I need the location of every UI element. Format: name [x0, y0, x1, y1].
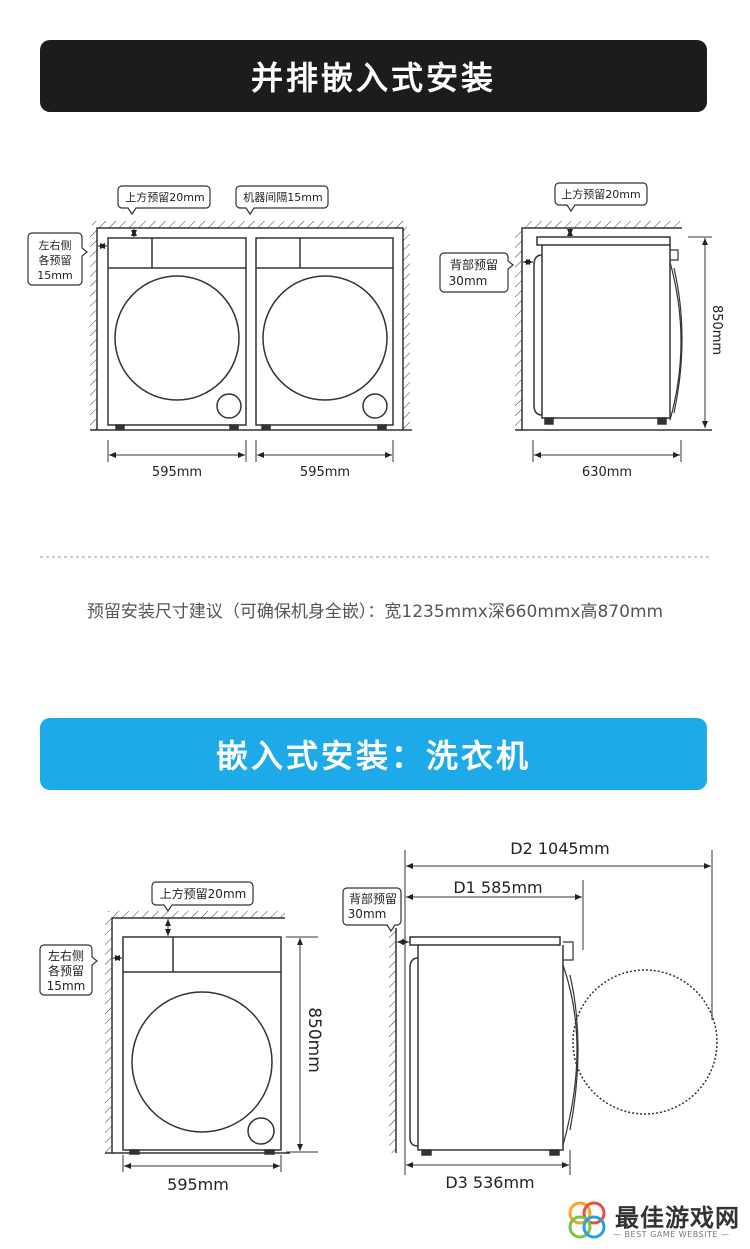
watermark-logo: 最佳游戏网 — BEST GAME WEBSITE —	[565, 1198, 745, 1246]
watermark-subtitle: — BEST GAME WEBSITE —	[613, 1230, 730, 1239]
recommended-size-note: 预留安装尺寸建议（可确保机身全嵌）：宽1235mmx深660mmx高870mm	[86, 602, 664, 622]
watermark-name: 最佳游戏网	[615, 1204, 740, 1232]
callout-machine-gap: 机器间隔15mm	[243, 190, 322, 204]
section-title: 嵌入式安装：洗衣机	[215, 737, 531, 775]
callout-sides-line: 各预留	[48, 963, 84, 978]
side-callout-back-line: 背部预留	[450, 257, 498, 272]
side-view-2	[342, 850, 718, 1175]
callout-sides-line: 各预留	[39, 253, 72, 267]
front-view-single	[39, 881, 318, 1172]
washer-left	[107, 237, 247, 430]
callout-back-line: 30mm	[348, 907, 387, 921]
width-left-label: 595mm	[152, 465, 202, 480]
section-title: 并排嵌入式安装	[250, 59, 496, 97]
front-height-label: 850mm	[304, 1007, 324, 1073]
logo-knot-icon	[568, 1201, 606, 1239]
side-view-1	[439, 182, 712, 462]
d3-label: D3 536mm	[445, 1173, 534, 1192]
side-depth-label: 630mm	[582, 465, 632, 480]
callout-back-line: 背部预留	[349, 891, 397, 906]
callout-top-clearance: 上方预留20mm	[160, 886, 247, 901]
side-by-side-title-banner: 并排嵌入式安装	[40, 40, 707, 112]
builtin-washer-title-banner: 嵌入式安装：洗衣机	[40, 718, 707, 790]
callout-sides-line: 左右侧	[48, 948, 84, 963]
front-width-label: 595mm	[167, 1175, 229, 1194]
washer-right	[255, 237, 394, 430]
side-callout-top: 上方预留20mm	[561, 187, 640, 201]
callout-top-clearance: 上方预留20mm	[125, 190, 204, 204]
width-right-label: 595mm	[300, 465, 350, 480]
side-callout-back-line: 30mm	[449, 274, 488, 288]
d1-label: D1 585mm	[453, 878, 542, 897]
side-height-label: 850mm	[709, 305, 724, 355]
callout-sides-line: 15mm	[47, 979, 86, 993]
callout-sides-line: 左右侧	[39, 238, 72, 252]
front-view-side-by-side	[27, 185, 412, 462]
d2-label: D2 1045mm	[510, 839, 609, 858]
callout-sides-line: 15mm	[37, 269, 72, 282]
